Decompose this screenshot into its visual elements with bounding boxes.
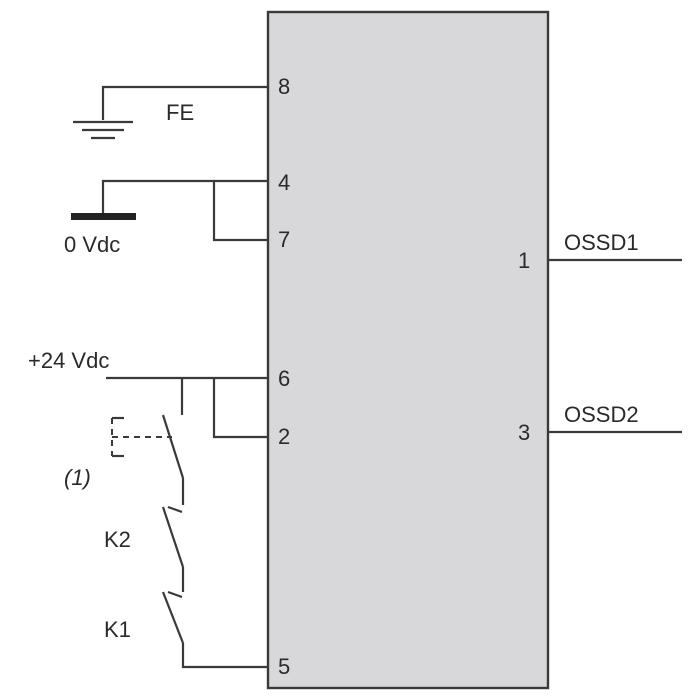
pin-3-label: 3 — [518, 420, 530, 445]
safety-module-body — [266, 10, 550, 690]
pin-5-label: 5 — [278, 654, 290, 679]
pin-8-label: 8 — [278, 74, 290, 99]
plus24-vdc-label: +24 Vdc — [28, 348, 109, 373]
zero-vdc-label: 0 Vdc — [64, 232, 120, 257]
ossd1-label: OSSD1 — [564, 230, 639, 255]
fe-label: FE — [166, 100, 194, 125]
note-label: (1) — [64, 465, 91, 490]
ossd2-label: OSSD2 — [564, 402, 639, 427]
earth-ground-icon — [73, 85, 268, 140]
pin-6-label: 6 — [278, 366, 290, 391]
pin-2-label: 2 — [278, 424, 290, 449]
pin-7-label: 7 — [278, 227, 290, 252]
jumper-4-7 — [212, 181, 268, 242]
jumper-6-2 — [212, 378, 268, 439]
k1-label: K1 — [104, 617, 131, 642]
k2-contact-switch-icon — [161, 505, 185, 592]
k1-contact-switch-icon — [161, 590, 268, 669]
ground-bar-icon — [71, 179, 268, 220]
contact-switch-icon — [111, 414, 185, 505]
k2-label: K2 — [104, 527, 131, 552]
pin-1-label: 1 — [518, 248, 530, 273]
pin-4-label: 4 — [278, 170, 290, 195]
